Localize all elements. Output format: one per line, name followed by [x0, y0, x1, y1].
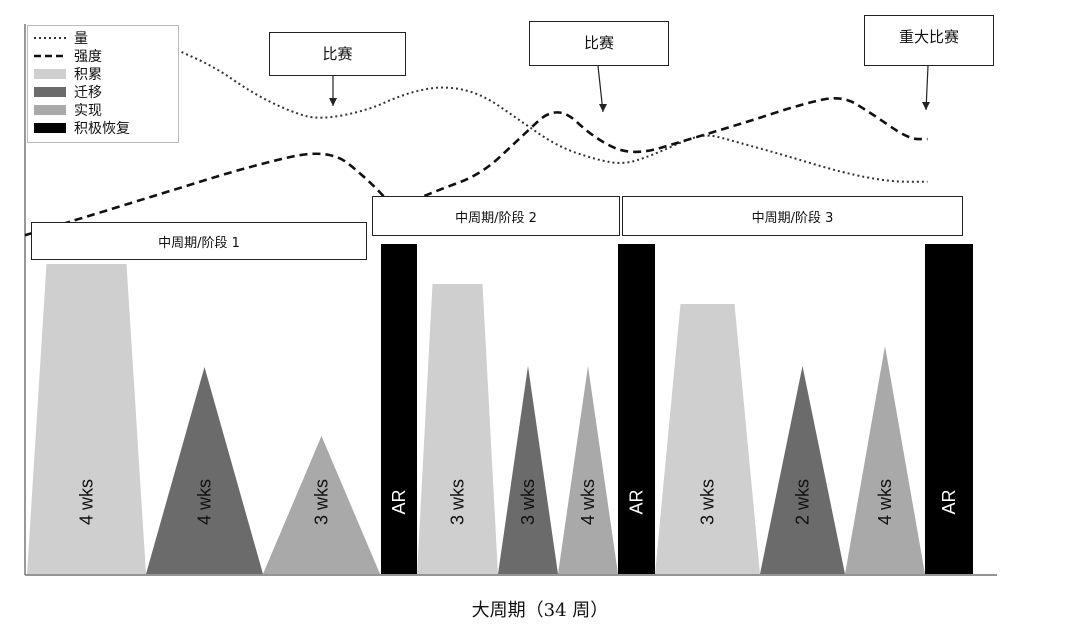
block-active-recovery: [925, 244, 973, 574]
phase-label: 中周期/阶段 1: [158, 235, 240, 251]
intensity-line: [24, 97, 928, 237]
block-accumulation: [27, 264, 146, 574]
legend-item-volume: 量: [34, 29, 88, 47]
block-realization: [558, 366, 618, 574]
phase-label-2: 中周期/阶段 2: [372, 196, 620, 236]
x-axis-caption: 大周期（34 周）: [471, 600, 609, 621]
callout-label: 比赛: [583, 34, 614, 52]
legend-item-active-recovery: 积极恢复: [34, 119, 130, 137]
block-transmutation: [498, 366, 558, 574]
training-blocks: 4 wks 4 wks 3 wks AR 3 wks 3 wks 4 wks AR 3 wks 2…: [27, 244, 973, 574]
legend-item-accumulation: 积累: [34, 65, 102, 83]
block-duration-label: 3 wks: [518, 479, 538, 525]
block-duration-label: AR: [389, 489, 409, 514]
block-duration-label: 2 wks: [793, 479, 813, 525]
block-duration-label: 3 wks: [312, 479, 332, 525]
legend-label: 实现: [74, 103, 102, 119]
block-duration-label: AR: [627, 489, 647, 514]
block-duration-label: AR: [939, 489, 959, 514]
dashed-line-icon: [34, 54, 66, 58]
swatch-active-recovery: [34, 123, 66, 133]
block-transmutation: [760, 366, 845, 574]
arrowhead-icon: [599, 104, 607, 112]
legend-label: 量: [74, 31, 88, 47]
block-duration-label: 3 wks: [698, 479, 718, 525]
axes: [24, 24, 997, 576]
legend-label: 迁移: [74, 85, 102, 101]
callout-label: 重大比赛: [898, 28, 959, 46]
block-accumulation: [655, 304, 760, 574]
phase-label-1: 中周期/阶段 1: [31, 222, 367, 260]
swatch-accumulation: [34, 69, 66, 79]
volume-line: [176, 49, 928, 183]
legend: 量 强度 积累 迁移 实现 积极恢复: [27, 25, 179, 143]
block-transmutation: [146, 367, 263, 574]
legend-item-intensity: 强度: [34, 47, 102, 65]
arrowhead-icon: [329, 98, 337, 106]
callout-major-competition: 重大比赛: [864, 15, 994, 66]
block-duration-label: 4 wks: [578, 479, 598, 525]
legend-label: 积极恢复: [74, 121, 130, 137]
block-duration-label: 4 wks: [195, 479, 215, 525]
dotted-line-icon: [34, 37, 66, 39]
phase-label: 中周期/阶段 2: [455, 210, 537, 226]
block-realization: [263, 436, 380, 574]
block-duration-label: 4 wks: [875, 479, 895, 525]
block-accumulation: [417, 284, 498, 574]
block-active-recovery: [618, 244, 655, 574]
legend-item-transmutation: 迁移: [34, 83, 102, 101]
block-realization: [845, 346, 925, 574]
phase-label-3: 中周期/阶段 3: [622, 196, 963, 236]
legend-item-realization: 实现: [34, 101, 102, 119]
callout-competition-2: 比赛: [529, 21, 669, 66]
arrowhead-icon: [922, 102, 930, 110]
callout-label: 比赛: [322, 45, 353, 63]
swatch-realization: [34, 105, 66, 115]
block-duration-label: 4 wks: [77, 479, 97, 525]
volume-intensity-lines: [24, 49, 930, 237]
legend-label: 积累: [74, 67, 102, 83]
block-duration-label: 3 wks: [448, 479, 468, 525]
swatch-transmutation: [34, 87, 66, 97]
block-active-recovery: [381, 244, 417, 574]
legend-label: 强度: [74, 49, 102, 65]
phase-label: 中周期/阶段 3: [751, 210, 834, 226]
callout-competition-1: 比赛: [269, 32, 406, 76]
